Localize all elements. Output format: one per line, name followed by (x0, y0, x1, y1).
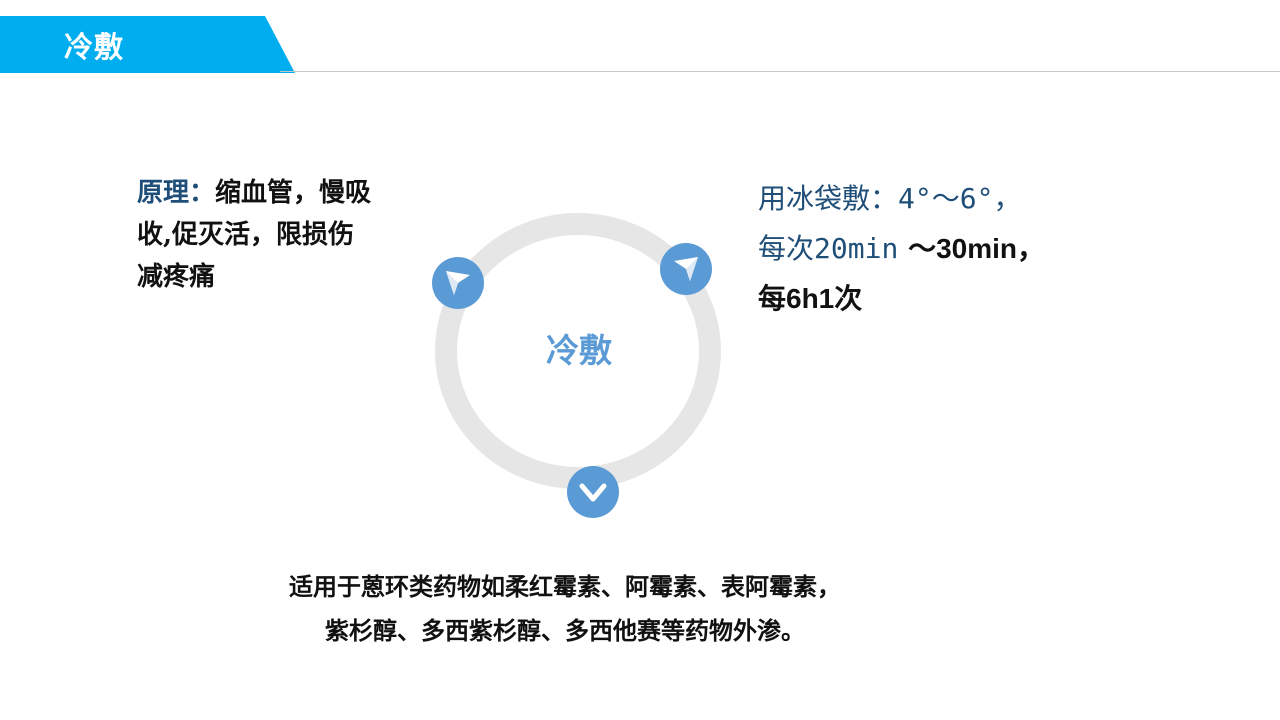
chevron-up-left-icon (432, 257, 484, 309)
usage-label: 用冰袋敷： (758, 182, 899, 215)
center-label: 冷敷 (546, 331, 612, 370)
principle-line-1: 原理：缩血管，慢吸 (137, 172, 427, 214)
chevron-down-icon (567, 466, 619, 518)
usage-line-3: 每6h1次 (758, 274, 1108, 324)
principle-label: 原理： (137, 178, 216, 208)
usage-text: 用冰袋敷：4°～6°， 每次20min ～30min， 每6h1次 (758, 174, 1108, 324)
principle-line-1-text: 缩血管，慢吸 (215, 178, 372, 208)
usage-interval: 每6h1次 (758, 283, 863, 314)
principle-line-3: 减疼痛 (137, 262, 216, 292)
header-band (0, 16, 295, 73)
usage-freq-label: 每次 (758, 232, 815, 265)
header-divider (280, 71, 1280, 72)
principle-text: 原理：缩血管，慢吸 收,促灭活，限损伤 减疼痛 (137, 172, 427, 298)
usage-freq-value: 20min (814, 232, 899, 265)
usage-line-1: 用冰袋敷：4°～6°， (758, 174, 1108, 224)
slide-title: 冷敷 (64, 30, 125, 64)
chevron-up-right-icon (660, 243, 712, 295)
usage-line-2: 每次20min ～30min， (758, 224, 1108, 274)
indication-line-1: 适用于蒽环类药物如柔红霉素、阿霉素、表阿霉素， (289, 572, 841, 601)
usage-temp: 4°～6°， (898, 182, 1022, 215)
indication-text: 适用于蒽环类药物如柔红霉素、阿霉素、表阿霉素， 紫杉醇、多西紫杉醇、多西他赛等药… (230, 565, 900, 653)
usage-freq-upper: ～30min， (908, 233, 1045, 264)
principle-line-2: 收,促灭活，限损伤 (137, 220, 355, 250)
indication-line-2: 紫杉醇、多西紫杉醇、多西他赛等药物外渗。 (325, 616, 805, 645)
